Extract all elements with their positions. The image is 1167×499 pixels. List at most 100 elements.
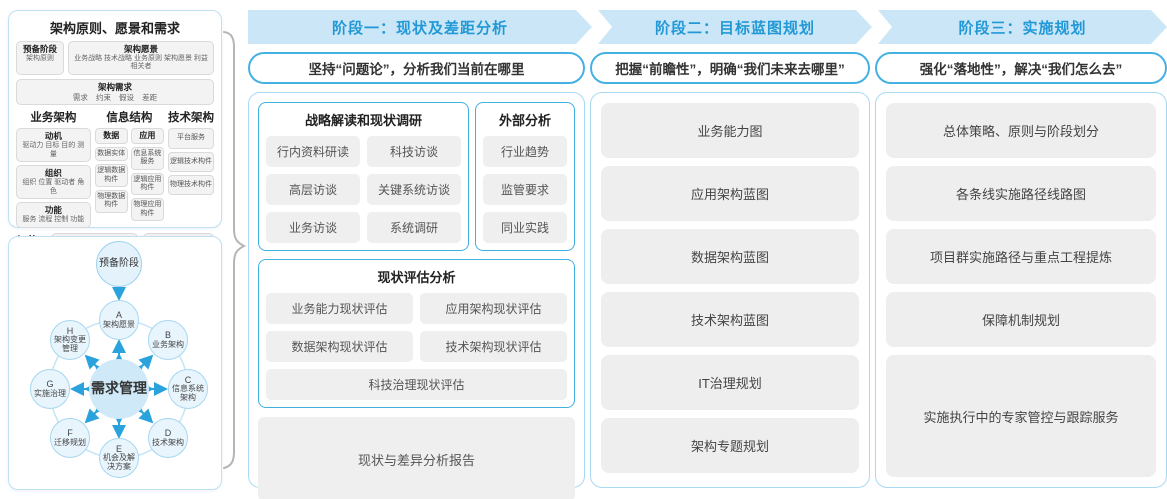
gap-analysis-report-box: 现状与差异分析报告 <box>258 417 575 499</box>
node-letter: D <box>164 428 172 439</box>
tech-interview: 科技访谈 <box>367 136 461 167</box>
architecture-vision-box: 架构愿景 业务战略 技术战略 业务原则 架构愿景 利益相关者 <box>68 41 214 76</box>
phase-1-header-arrow: 阶段一：现状及差距分析 <box>248 10 592 44</box>
safeguard-mechanism-planning: 保障机制规划 <box>886 292 1156 347</box>
motivation-sub: 驱动力 目标 目的 测量 <box>22 141 85 158</box>
data-entity-box: 数据实体 <box>94 146 128 162</box>
technology-architecture-title: 技术架构 <box>168 112 214 125</box>
it-governance-assessment: 科技治理现状评估 <box>266 369 567 400</box>
key-system-interview: 关键系统访谈 <box>367 174 461 205</box>
adm-node-g-implementation-governance: G 实施治理 <box>30 369 70 409</box>
program-path-key-projects: 项目群实施路径与重点工程提炼 <box>886 229 1156 284</box>
architecture-special-topic-planning: 架构专题规划 <box>601 418 859 473</box>
technology-architecture-assessment: 技术架构现状评估 <box>420 331 567 362</box>
phase-2-slogan: 把握“前瞻性”，明确“我们未来去哪里” <box>590 52 870 84</box>
regulatory-requirements: 监管要求 <box>483 174 567 205</box>
adm-node-a-architecture-vision: A 架构愿景 <box>99 300 139 340</box>
physical-data-box: 物理数据构件 <box>94 189 128 213</box>
phase-3-header-arrow: 阶段三：实施规划 <box>878 10 1167 44</box>
it-governance-planning: IT治理规划 <box>601 355 859 410</box>
business-capability-assessment: 业务能力现状评估 <box>266 293 413 324</box>
prep-phase-box: 预备阶段 架构原则 <box>16 41 64 76</box>
application-architecture-blueprint: 应用架构蓝图 <box>601 166 859 221</box>
architecture-vision-title: 架构愿景 <box>123 44 158 54</box>
node-letter: H <box>66 326 74 336</box>
architecture-framework-panel: 架构原则、愿景和需求 预备阶段 架构原则 架构愿景 业务战略 技术战略 业务原则… <box>8 10 222 267</box>
current-state-assessment-title: 现状评估分析 <box>377 270 456 285</box>
phase-3-column: 总体策略、原则与阶段划分 各条线实施路径线路图 项目群实施路径与重点工程提炼 保… <box>875 92 1167 488</box>
organization-sub: 组织 位置 驱动者 角色 <box>22 178 85 195</box>
adm-node-b-business-architecture: B 业务架构 <box>148 320 188 360</box>
function-sub: 服务 流程 控制 功能 <box>22 216 85 223</box>
business-organization-box: 组织 组织 位置 驱动者 角色 <box>16 165 91 200</box>
data-column-header: 数据 <box>94 128 128 144</box>
prep-phase-circle: 预备阶段 <box>96 241 142 287</box>
adm-node-d-technology-architecture: D 技术架构 <box>148 418 188 458</box>
node-letter: F <box>67 428 73 439</box>
architecture-requirements-sub: 需求 约束 假设 差距 <box>72 92 158 102</box>
business-motivation-box: 动机 驱动力 目标 目的 测量 <box>16 128 91 163</box>
prep-phase-sub: 架构原则 <box>26 54 54 62</box>
framework-title: 架构原则、愿景和需求 <box>49 21 180 36</box>
overall-strategy-principles-phasing: 总体策略、原则与阶段划分 <box>886 103 1156 158</box>
executive-interview: 高层访谈 <box>266 174 360 205</box>
node-letter: G <box>46 379 54 390</box>
expert-control-tracking-service: 实施执行中的专家管控与跟踪服务 <box>886 355 1156 477</box>
framework-architecture-sections: 业务架构 动机 驱动力 目标 目的 测量 组织 组织 位置 驱动者 角色 功能 … <box>16 109 214 228</box>
info-system-service-box: 信息系统服务 <box>130 146 165 170</box>
architecture-requirements-box: 架构需求 需求 约束 假设 差距 <box>16 79 214 106</box>
node-letter: A <box>115 310 122 321</box>
application-column: 应用 信息系统服务 逻辑应用构件 物理应用构件 <box>130 128 165 222</box>
internal-material-study: 行内资料研读 <box>266 136 360 167</box>
business-function-box: 功能 服务 流程 控制 功能 <box>16 202 91 228</box>
business-interview: 业务访谈 <box>266 212 360 243</box>
platform-service-box: 平台服务 <box>168 128 214 149</box>
current-state-assessment-group: 现状评估分析 业务能力现状评估 应用架构现状评估 数据架构现状评估 技术架构现状… <box>258 259 575 408</box>
adm-cycle-panel: 预备阶段 需求管理 A 架构愿景 B 业务架构 C 信息系统架构 D 技术架构 … <box>8 236 222 490</box>
framework-row-vision: 预备阶段 架构原则 架构愿景 业务战略 技术战略 业务原则 架构愿景 利益相关者 <box>16 41 214 76</box>
external-analysis-title: 外部分析 <box>498 113 551 128</box>
node-label: 业务架构 <box>152 339 184 349</box>
node-label: 信息系统架构 <box>172 384 204 403</box>
physical-tech-box: 物理技术构件 <box>168 174 214 196</box>
function-title: 功能 <box>44 205 62 216</box>
node-label: 架构变更管理 <box>54 335 86 354</box>
adm-node-e-opportunities-solutions: E 机会及解决方案 <box>99 438 139 478</box>
line-implementation-roadmap: 各条线实施路径线路图 <box>886 166 1156 221</box>
technology-architecture-section: 技术架构 平台服务 逻辑技术构件 物理技术构件 <box>168 109 214 228</box>
node-letter: E <box>115 444 122 454</box>
framework-row-requirements: 架构需求 需求 约束 假设 差距 <box>16 79 214 106</box>
data-architecture-assessment: 数据架构现状评估 <box>266 331 413 362</box>
adm-node-h-architecture-change-management: H 架构变更管理 <box>50 320 90 360</box>
phase-1-slogan: 坚持“问题论”，分析我们当前在哪里 <box>248 52 585 84</box>
physical-app-box: 物理应用构件 <box>130 198 165 222</box>
architecture-requirements-title: 架构需求 <box>97 82 132 93</box>
data-architecture-blueprint: 数据架构蓝图 <box>601 229 859 284</box>
node-label: 架构愿景 <box>103 319 135 329</box>
logical-app-box: 逻辑应用构件 <box>130 172 165 196</box>
data-column: 数据 数据实体 逻辑数据构件 物理数据构件 <box>94 128 128 221</box>
phase-3-slogan: 强化“落地性”，解决“我们怎么去” <box>875 52 1167 84</box>
information-structure-title: 信息结构 <box>106 112 153 125</box>
logical-data-box: 逻辑数据构件 <box>94 164 128 187</box>
adm-node-c-information-system-architecture: C 信息系统架构 <box>168 369 208 409</box>
strategy-research-title: 战略解读和现状调研 <box>304 113 422 128</box>
peer-practices: 同业实践 <box>483 212 567 243</box>
node-label: 机会及解决方案 <box>103 453 135 472</box>
motivation-title: 动机 <box>44 131 62 142</box>
application-architecture-assessment: 应用架构现状评估 <box>420 293 567 324</box>
business-architecture-title: 业务架构 <box>30 112 77 125</box>
node-label: 实施治理 <box>34 388 66 398</box>
industry-trends: 行业趋势 <box>483 136 567 167</box>
requirements-management-circle: 需求管理 <box>89 359 149 419</box>
business-architecture-section: 业务架构 动机 驱动力 目标 目的 测量 组织 组织 位置 驱动者 角色 功能 … <box>16 109 91 228</box>
adm-node-f-migration-planning: F 迁移规划 <box>50 418 90 458</box>
phase-1-column: 战略解读和现状调研 行内资料研读 科技访谈 高层访谈 关键系统访谈 业务访谈 系… <box>248 92 585 499</box>
node-label: 技术架构 <box>152 437 184 447</box>
logical-tech-box: 逻辑技术构件 <box>168 151 214 172</box>
node-label: 迁移规划 <box>54 437 86 447</box>
phase-2-column: 业务能力图 应用架构蓝图 数据架构蓝图 技术架构蓝图 IT治理规划 架构专题规划 <box>590 92 870 488</box>
business-capability-map: 业务能力图 <box>601 103 859 158</box>
organization-title: 组织 <box>44 168 62 179</box>
